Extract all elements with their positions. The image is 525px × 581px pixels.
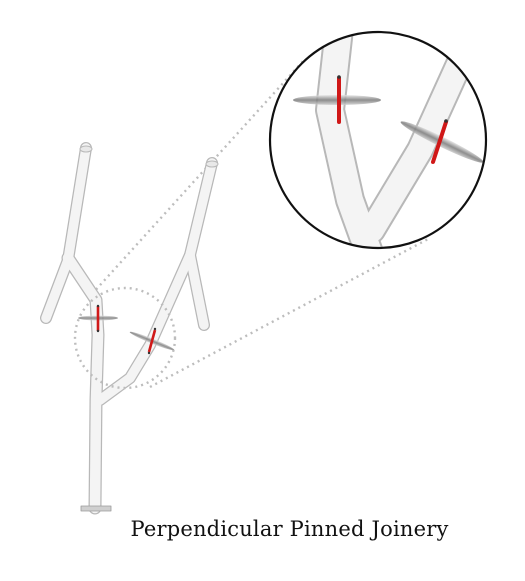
diagonal-branch (95, 250, 195, 405)
zoom-guide-line-upper (91, 59, 305, 295)
upper-left-branch (41, 143, 91, 323)
zoom-circle-border (268, 30, 488, 250)
zoom-left-branch (317, 32, 381, 248)
zoom-guide-line-lower (149, 236, 431, 389)
zoom-detail (268, 30, 488, 250)
stick-base (80, 505, 112, 512)
pinned-joint-right (129, 327, 175, 355)
zoom-pinned-joint-left (293, 75, 381, 124)
zoom-right-branch (360, 32, 482, 242)
branch-tip-upper-right (205, 160, 219, 168)
branch-tip-upper-left (79, 145, 93, 153)
zoom-pinned-joint-right (400, 119, 484, 164)
main-trunk (62, 252, 104, 514)
detail-source-circle (73, 286, 177, 390)
zoom-guide-lines (91, 59, 431, 389)
figure-caption: Perpendicular Pinned Joinery (130, 517, 449, 541)
branching-stick (40, 142, 219, 515)
pinned-joint-left (78, 304, 118, 333)
